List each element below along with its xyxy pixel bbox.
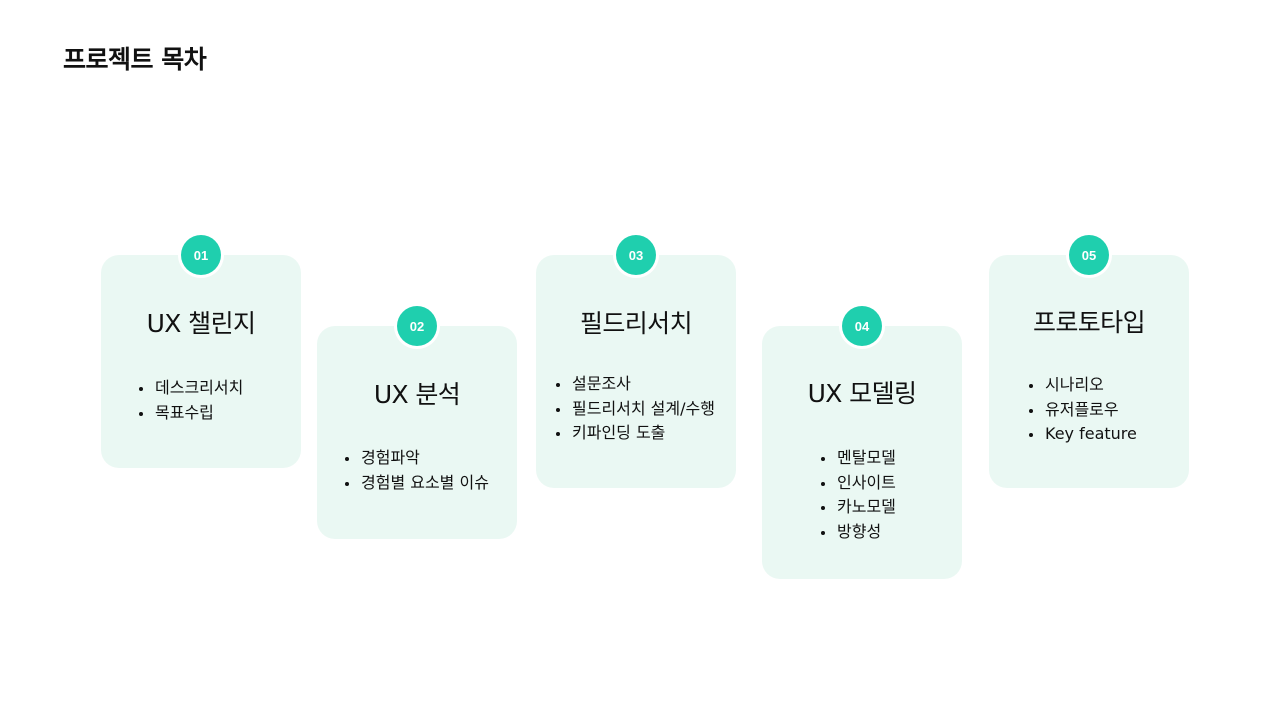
list-item: 시나리오 <box>1028 373 1137 398</box>
card-item-list: 경험파악 경험별 요소별 이슈 <box>344 446 489 495</box>
toc-card-ux-analysis: 02 UX 분석 경험파악 경험별 요소별 이슈 <box>317 306 517 539</box>
list-item: 필드리서치 설계/수행 <box>555 397 715 422</box>
toc-card-ux-modeling: 04 UX 모델링 멘탈모델 인사이트 카노모델 방향성 <box>762 306 962 579</box>
list-item: 카노모델 <box>820 495 896 520</box>
step-number-badge: 03 <box>616 235 656 275</box>
page-title: 프로젝트 목차 <box>63 45 207 74</box>
step-number-badge: 05 <box>1069 235 1109 275</box>
list-item: 유저플로우 <box>1028 398 1137 423</box>
step-number-badge: 02 <box>397 306 437 346</box>
list-item: 방향성 <box>820 520 896 545</box>
card-item-list: 데스크리서치 목표수립 <box>138 376 243 425</box>
list-item: 설문조사 <box>555 372 715 397</box>
list-item: 멘탈모델 <box>820 446 896 471</box>
card-title: UX 분석 <box>373 380 461 409</box>
list-item: 경험파악 <box>344 446 489 471</box>
list-item: 경험별 요소별 이슈 <box>344 471 489 496</box>
list-item: 목표수립 <box>138 401 243 426</box>
list-item: 데스크리서치 <box>138 376 243 401</box>
list-item: 키파인딩 도출 <box>555 421 715 446</box>
card-title: UX 챌린지 <box>146 309 256 338</box>
card-title: 프로토타입 <box>1032 308 1146 337</box>
toc-card-prototype: 05 프로토타입 시나리오 유저플로우 Key feature <box>989 235 1189 488</box>
toc-card-field-research: 03 필드리서치 설문조사 필드리서치 설계/수행 키파인딩 도출 <box>536 235 736 488</box>
step-number-badge: 04 <box>842 306 882 346</box>
toc-card-ux-challenge: 01 UX 챌린지 데스크리서치 목표수립 <box>101 235 301 468</box>
list-item: Key feature <box>1028 422 1137 447</box>
step-number-badge: 01 <box>181 235 221 275</box>
list-item: 인사이트 <box>820 471 896 496</box>
card-title: UX 모델링 <box>807 379 917 408</box>
card-title: 필드리서치 <box>579 309 693 338</box>
card-item-list: 멘탈모델 인사이트 카노모델 방향성 <box>820 446 896 544</box>
card-item-list: 설문조사 필드리서치 설계/수행 키파인딩 도출 <box>555 372 715 446</box>
card-item-list: 시나리오 유저플로우 Key feature <box>1028 373 1137 447</box>
